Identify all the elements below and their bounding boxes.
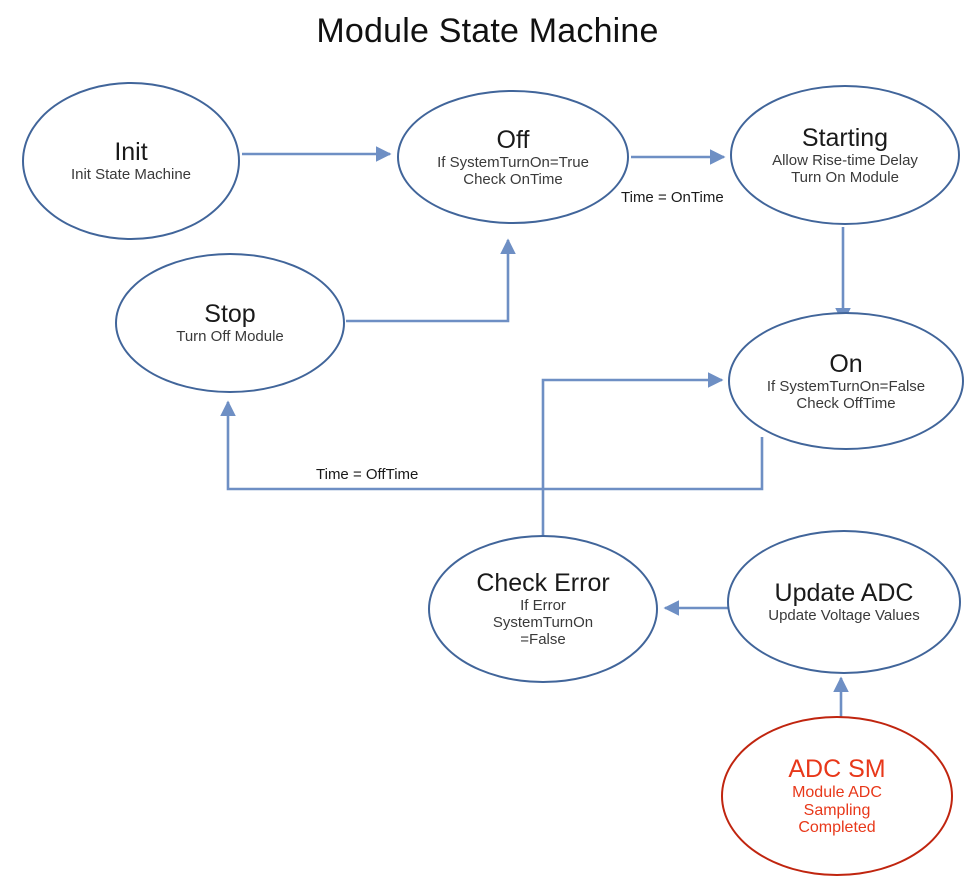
- state-detail-line: Module ADC: [792, 783, 882, 801]
- state-title: Check Error: [476, 569, 610, 598]
- state-detail-line: Turn Off Module: [176, 328, 284, 346]
- state-title: ADC SM: [788, 754, 886, 783]
- state-node-adc-sm[interactable]: ADC SM Module ADC Sampling Completed: [721, 716, 953, 876]
- state-detail-line: If SystemTurnOn=True: [437, 153, 589, 171]
- state-node-on[interactable]: On If SystemTurnOn=False Check OffTime: [728, 312, 964, 450]
- edge-label-on-time: Time = OnTime: [618, 189, 727, 206]
- state-title: Update ADC: [774, 579, 914, 608]
- state-detail-line: Update Voltage Values: [768, 607, 920, 625]
- state-detail-line: Sampling: [803, 801, 871, 819]
- state-detail-line: Completed: [798, 819, 876, 837]
- state-node-off[interactable]: Off If SystemTurnOn=True Check OnTime: [397, 90, 629, 224]
- state-detail-line: SystemTurnOn: [492, 614, 594, 632]
- state-detail-line: If Error: [520, 597, 566, 615]
- state-node-check-error[interactable]: Check Error If Error SystemTurnOn =False: [428, 535, 658, 683]
- edge-on-to-stop: [220, 400, 764, 491]
- state-detail-line: Init State Machine: [70, 166, 192, 184]
- state-title: Off: [496, 125, 530, 154]
- state-detail-line: Turn On Module: [791, 168, 899, 186]
- state-title: Starting: [801, 123, 889, 152]
- state-detail-line: Check OffTime: [796, 394, 896, 412]
- state-detail-line: =False: [520, 630, 566, 648]
- state-title: Stop: [204, 300, 256, 329]
- state-node-starting[interactable]: Starting Allow Rise-time Delay Turn On M…: [730, 85, 960, 225]
- edge-check-error-to-on: [541, 372, 724, 540]
- state-title: On: [829, 349, 863, 378]
- state-node-init[interactable]: Init Init State Machine: [22, 82, 240, 240]
- state-title: Init: [114, 138, 148, 167]
- state-detail-line: Check OnTime: [463, 170, 563, 188]
- state-node-stop[interactable]: Stop Turn Off Module: [115, 253, 345, 393]
- edge-stop-to-off: [346, 238, 516, 323]
- state-detail-line: Allow Rise-time Delay: [772, 151, 918, 169]
- edge-label-off-time: Time = OffTime: [313, 466, 422, 483]
- state-detail-line: If SystemTurnOn=False: [766, 377, 926, 395]
- page-title: Module State Machine: [316, 12, 659, 50]
- state-node-update-adc[interactable]: Update ADC Update Voltage Values: [727, 530, 961, 674]
